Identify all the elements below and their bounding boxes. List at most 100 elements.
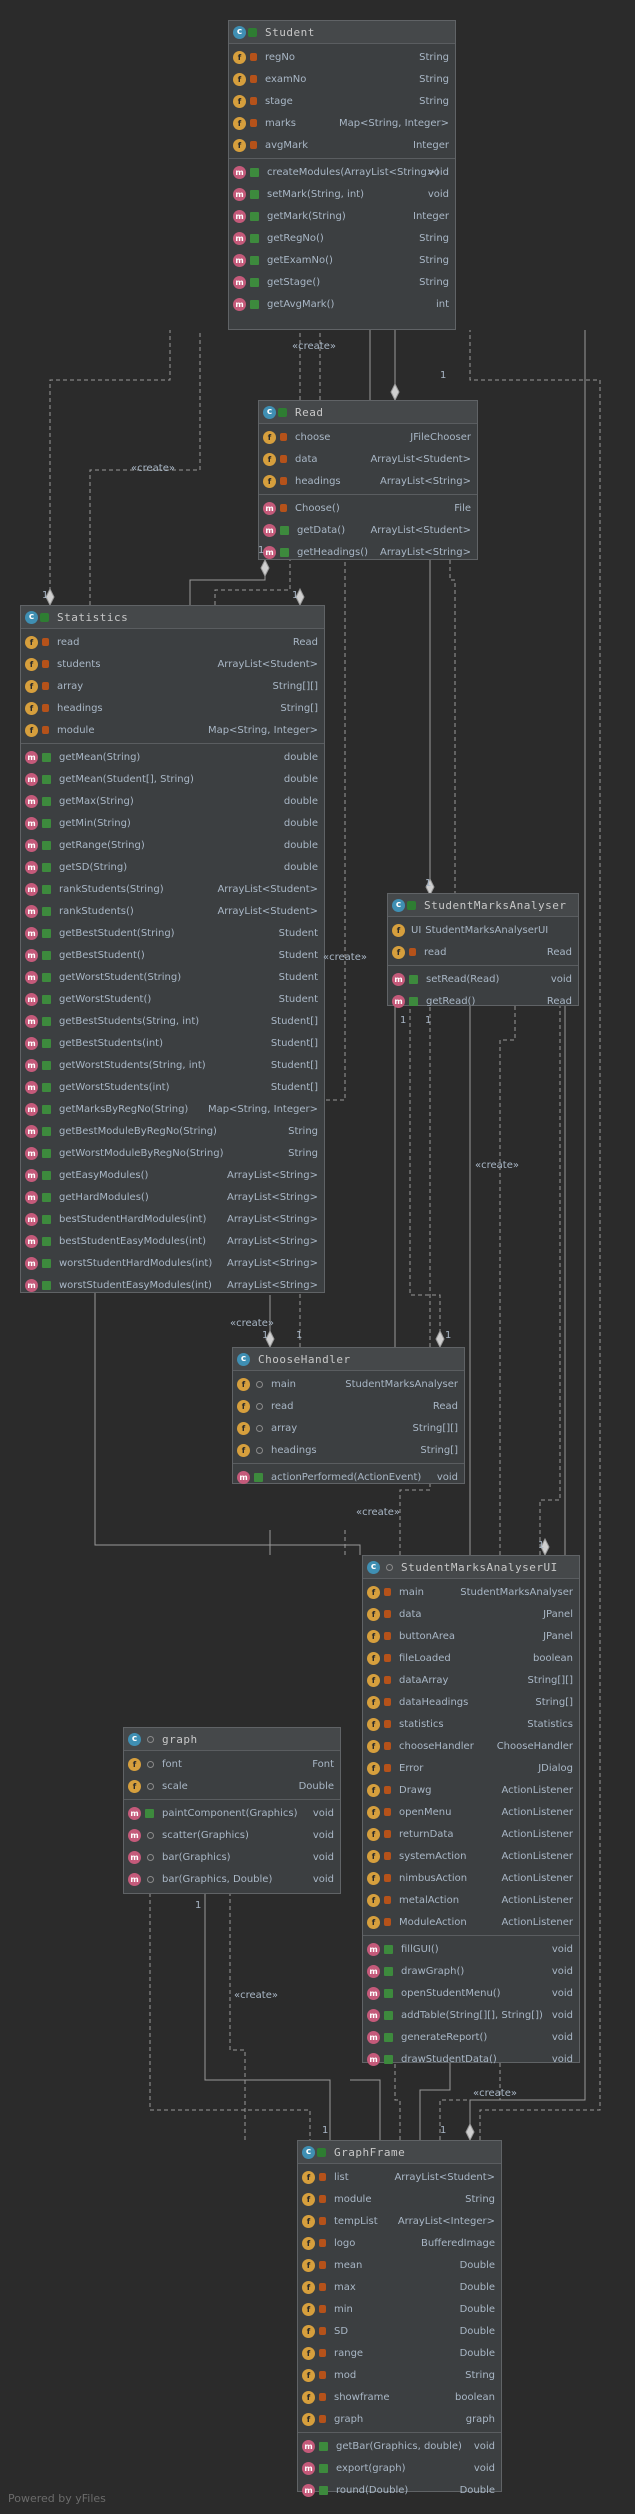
private-icon xyxy=(384,1610,391,1618)
public-icon xyxy=(319,2463,328,2473)
public-icon xyxy=(42,1214,51,1224)
public-icon xyxy=(384,1966,393,1976)
method-icon: m xyxy=(25,1212,38,1226)
public-icon xyxy=(384,2010,393,2020)
field-icon: f xyxy=(25,723,38,737)
field-icon: f xyxy=(237,1421,250,1435)
multiplicity-label: 1 xyxy=(195,1900,202,1911)
public-icon xyxy=(42,1258,51,1268)
method-icon: m xyxy=(25,1278,38,1292)
private-icon xyxy=(42,682,49,690)
class-icon: c xyxy=(128,1732,141,1746)
package-icon xyxy=(147,1760,154,1768)
public-icon xyxy=(319,2441,328,2451)
method-icon: m xyxy=(367,2052,380,2066)
private-icon xyxy=(384,1654,391,1662)
field-icon: f xyxy=(302,2390,315,2404)
class-icon: c xyxy=(392,898,405,912)
field-icon: f xyxy=(302,2368,315,2382)
private-icon xyxy=(319,2261,326,2269)
private-icon xyxy=(319,2173,326,2181)
field-icon: f xyxy=(25,701,38,715)
field-icon: f xyxy=(237,1443,250,1457)
method-icon: m xyxy=(25,816,38,830)
field-icon: f xyxy=(367,1849,380,1863)
public-icon xyxy=(42,1126,51,1136)
method-icon: m xyxy=(367,2008,380,2022)
class-icon: c xyxy=(263,405,276,419)
field-icon: f xyxy=(367,1629,380,1643)
class-name: GraphFrame xyxy=(334,2145,406,2159)
private-icon xyxy=(384,1786,391,1794)
public-icon xyxy=(42,972,51,982)
method-icon: m xyxy=(25,1234,38,1248)
package-icon xyxy=(147,1875,154,1883)
private-icon xyxy=(280,477,287,485)
method-icon: m xyxy=(233,253,246,267)
private-icon xyxy=(319,2239,326,2247)
private-icon xyxy=(319,2327,326,2335)
public-icon xyxy=(278,407,287,417)
method-icon: m xyxy=(25,882,38,896)
create-label: «create» xyxy=(473,2088,517,2099)
multiplicity-label: 1 xyxy=(262,1330,269,1341)
multiplicity-label: 1 xyxy=(440,2125,447,2136)
private-icon xyxy=(319,2195,326,2203)
public-icon xyxy=(250,277,259,287)
field-icon: f xyxy=(233,116,246,130)
public-icon xyxy=(250,233,259,243)
class-name: StudentMarksAnalyser xyxy=(424,898,567,912)
field-icon: f xyxy=(25,679,38,693)
class-name: ChooseHandler xyxy=(258,1352,351,1366)
create-label: «create» xyxy=(356,1507,400,1518)
method-icon: m xyxy=(302,2483,315,2497)
private-icon xyxy=(409,948,416,956)
public-icon xyxy=(42,818,51,828)
field-icon: f xyxy=(302,2214,315,2228)
field-icon: f xyxy=(233,50,246,64)
package-icon xyxy=(256,1424,263,1432)
private-icon xyxy=(280,455,287,463)
method-icon: m xyxy=(263,545,276,559)
package-icon xyxy=(147,1782,154,1790)
private-icon xyxy=(280,433,287,441)
